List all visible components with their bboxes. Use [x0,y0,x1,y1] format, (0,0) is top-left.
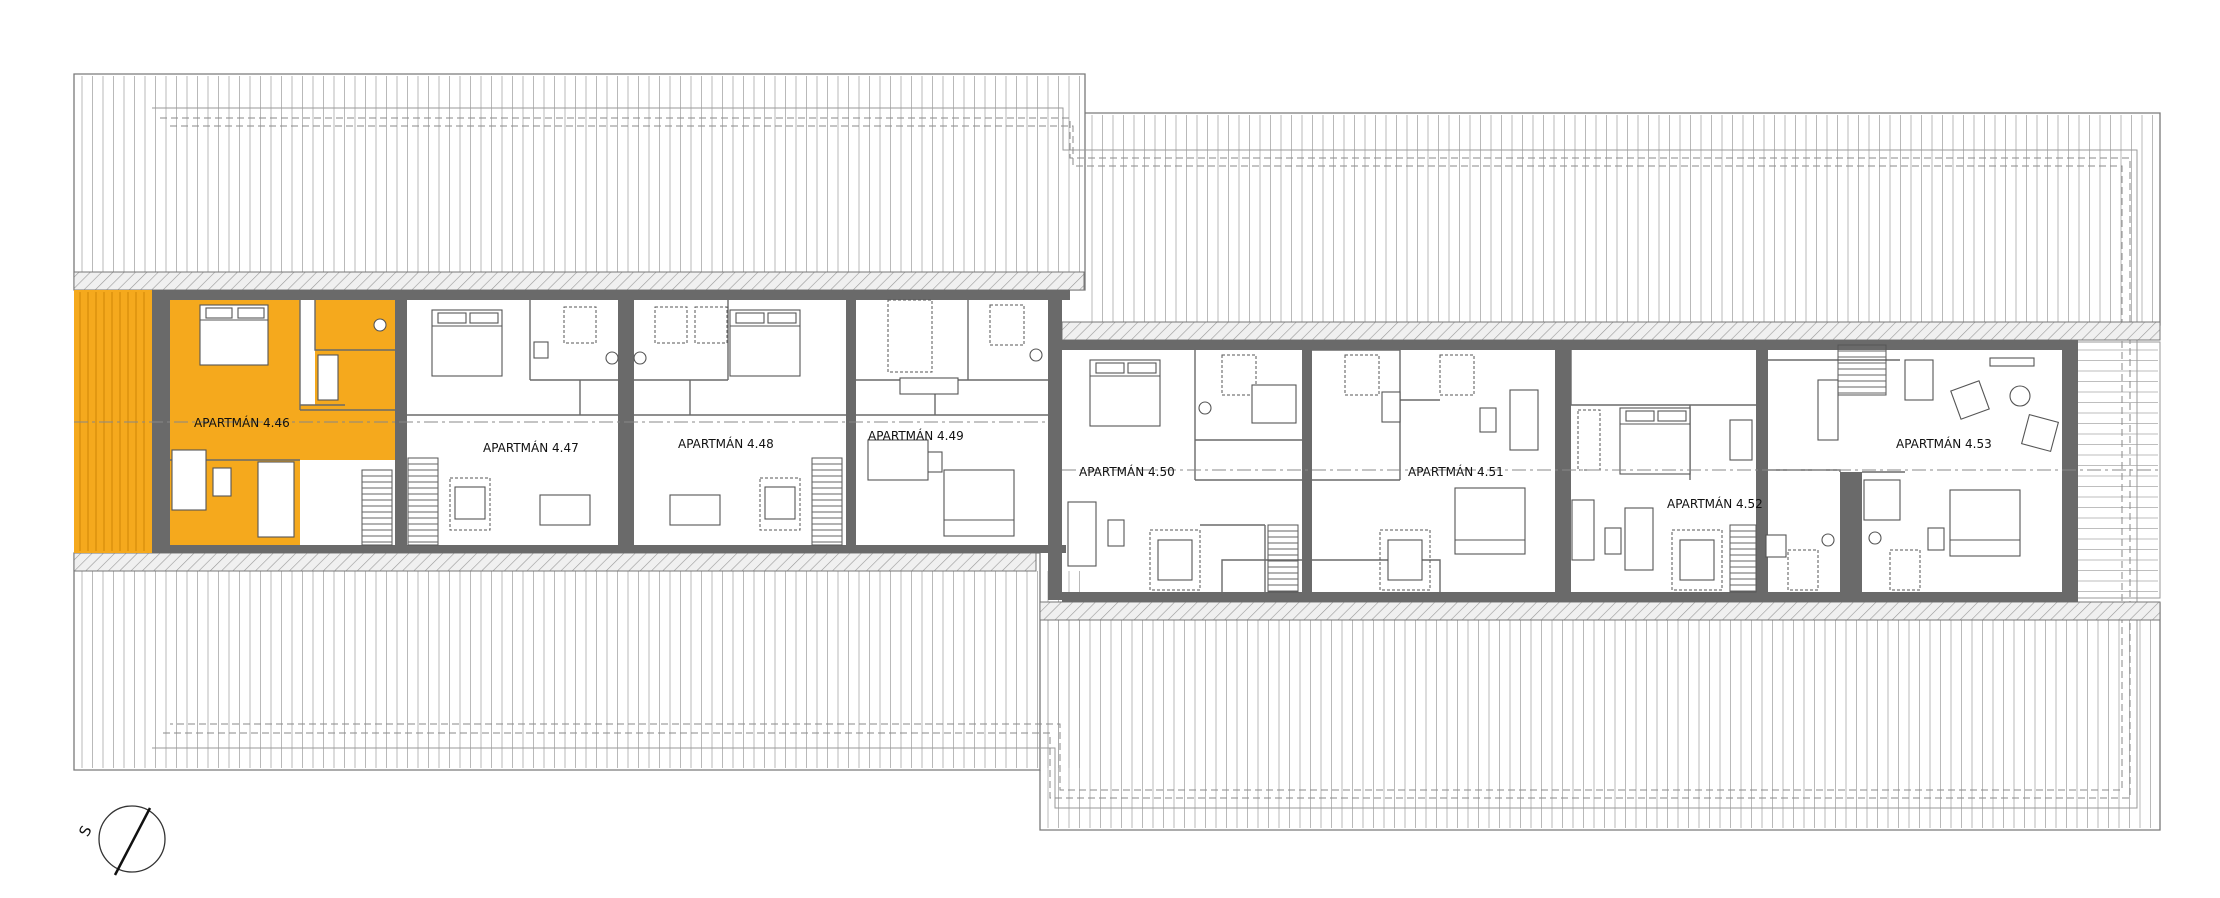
dining-table-icon [449,477,491,531]
wall-gable-east [2062,340,2078,602]
apartment-labels: APARTMÁN 4.46 APARTMÁN 4.47 APARTMÁN 4.4… [194,415,1992,511]
double-bed-icon [1454,487,1526,555]
shower-icon [1863,479,1901,521]
wash-basin-icon [533,341,549,359]
round-table-icon [2009,385,2031,407]
north-arrow-needle [113,807,152,876]
wash-basin-icon [1927,527,1945,551]
apartment-label-4-47: APARTMÁN 4.47 [483,440,579,455]
toilet-icon [633,351,647,365]
gutter-north-west [73,271,1085,291]
ridge-axis [74,421,2160,471]
skylight-icon [989,304,1025,346]
sofa-icon [669,494,721,526]
wall-party-50-51 [1302,340,1312,602]
dining-table-icon [1379,529,1431,591]
apartment-label-4-52: APARTMÁN 4.52 [1667,496,1763,511]
sofa-icon [1624,507,1654,571]
wall-party-49-50 [1048,290,1062,600]
wardrobe-icon [1571,499,1595,561]
skylight-icon [1221,354,1257,396]
skylight-icon [887,299,933,373]
wardrobe-icon [1729,419,1753,461]
roof-outline-east-lower [1039,602,2161,831]
skylight-icon [1889,549,1921,591]
wall-party-52-53 [1756,340,1768,602]
sofa-icon [1509,389,1539,451]
toilet-icon [1029,348,1043,362]
skylight-icon [1439,354,1475,396]
gutter-north-east [1061,321,2161,341]
kitchenette-icon [317,354,339,401]
north-arrow-letter: S [75,823,95,840]
furniture [171,299,2060,591]
gutter-south-west [73,552,1037,572]
skylight-icon [654,306,688,344]
wash-basin-icon [1381,391,1401,423]
dining-table-icon [759,477,801,531]
wardrobe-icon [1817,379,1839,441]
dining-table-icon [1671,529,1723,591]
kitchenette-icon [1904,359,1934,401]
apartment-label-4-49: APARTMÁN 4.49 [868,428,964,443]
skylight-icon [1577,409,1601,471]
sofa-icon [1067,501,1097,567]
apartment-label-4-53: APARTMÁN 4.53 [1896,436,1992,451]
roof-eave-dashed-inner [160,117,2131,799]
table-icon [1479,407,1497,433]
desk-icon [899,377,959,395]
skylight-icon [563,306,597,344]
roof-inner-outline [152,107,2138,809]
shower-icon [1251,384,1297,424]
roof [73,73,2161,831]
toilet-icon [1198,401,1212,415]
armchair-icon [1950,380,1990,420]
wardrobe-icon [257,461,295,538]
table-icon [867,439,929,481]
roof-outline-west [73,73,1086,291]
table-icon [1604,527,1622,555]
dining-table-icon [1149,529,1201,591]
wall-party-51-52 [1555,340,1571,602]
toilet-icon [605,351,619,365]
roof-eave-dashed [170,125,2123,791]
skylight-icon [1787,549,1819,591]
sofa-icon [539,494,591,526]
north-arrow: S [75,805,166,876]
table-icon [1107,519,1125,547]
tv-icon [1989,357,2035,367]
armchair-icon [2020,413,2060,453]
north-arrow-circle [98,805,166,873]
table-icon [212,467,232,497]
stairs [361,344,1887,593]
toilet-icon [1868,531,1882,545]
sofa-icon [171,449,207,511]
wash-basin-icon [1765,534,1787,558]
double-bed-icon [943,469,1015,537]
apartment-label-4-51: APARTMÁN 4.51 [1408,464,1504,479]
toilet-icon [373,318,387,332]
skylight-icon [694,306,728,344]
walls [152,290,2078,602]
skylight-icon [1344,354,1380,396]
apartment-label-4-50: APARTMÁN 4.50 [1079,464,1175,479]
wall-core-53 [1840,472,1862,602]
apartment-label-4-46: APARTMÁN 4.46 [194,415,290,430]
double-bed-icon [1949,489,2021,557]
toilet-icon [1821,533,1835,547]
gutter-south-east [1039,601,2161,621]
apartment-label-4-48: APARTMÁN 4.48 [678,436,774,451]
